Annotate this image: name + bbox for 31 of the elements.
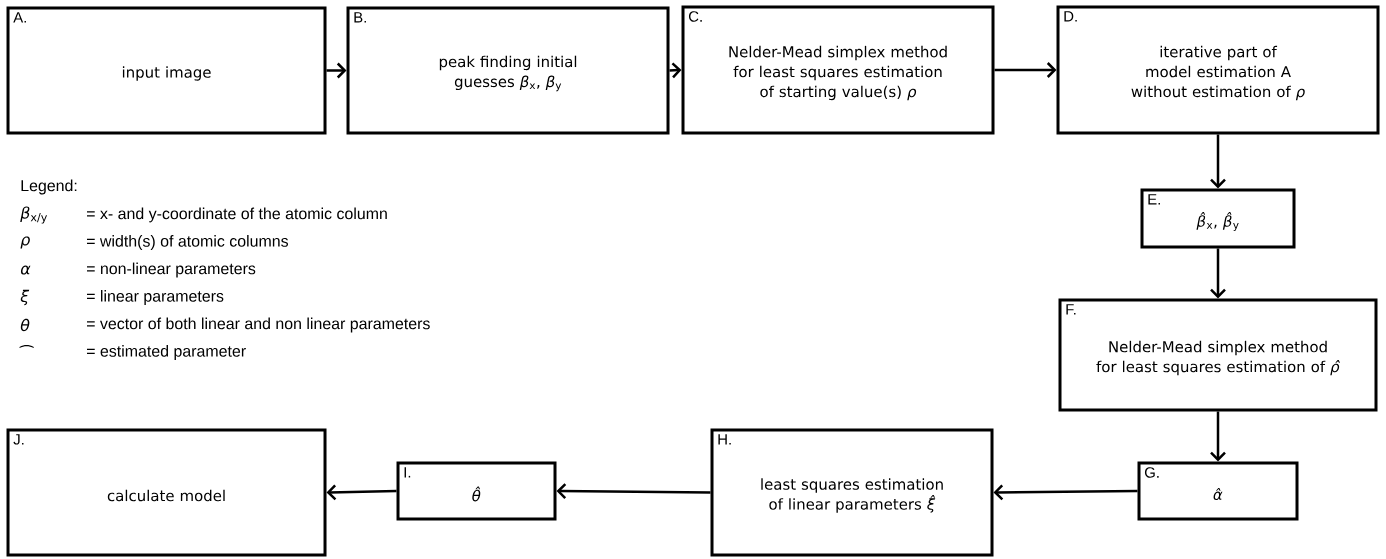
symbol: α [20, 265, 31, 275]
definition: = vector of both linear and non linear parameters [87, 317, 430, 333]
arrow [1210, 134, 1226, 189]
process-box: least squares estimation of linear parameters ξ̂ H. [710, 428, 994, 557]
symbol: θ [20, 318, 30, 332]
arrow [993, 484, 1138, 501]
process-box: calculate model J. [6, 428, 327, 557]
definition: = estimated parameter [87, 345, 246, 360]
definition: = non-linear parameters [87, 262, 256, 278]
process-box: θ̂ I. [396, 461, 557, 521]
arrow [326, 484, 397, 501]
process-box: β̂$_{x}$, β̂$_{y}$ E. [1140, 188, 1296, 249]
symbol: ρ [20, 236, 30, 249]
symbol: ξ [20, 289, 30, 306]
symbol: ⁀ [19, 345, 34, 348]
process-box: Nelder-Mead simplex method for least squares estimation of ρ̂ F. [1058, 298, 1378, 412]
arrow [326, 62, 347, 79]
process-box: peak finding initial guesses β$_{x}$, β$_{y}$ B. [346, 6, 670, 135]
process-box: Nelder-Mead simplex method for least squares estimation of starting value(s) ρ C. [681, 5, 995, 135]
arrow [994, 62, 1057, 78]
legend-heading: Legend: [21, 179, 77, 195]
process-box: iterative part of model estimation A without estimation of ρ D. [1056, 5, 1380, 135]
process-box: input image A. [6, 6, 327, 135]
process-box: α̂ G. [1137, 461, 1299, 521]
arrow [556, 483, 711, 499]
definition: = linear parameters [87, 290, 224, 305]
symbol: β$_{x/y}$ [20, 206, 47, 224]
arrow [1210, 248, 1226, 299]
definition: = x- and y-coordinate of the atomic column [87, 207, 387, 223]
definition: = width(s) of atomic columns [87, 235, 289, 250]
arrow [1210, 411, 1226, 462]
